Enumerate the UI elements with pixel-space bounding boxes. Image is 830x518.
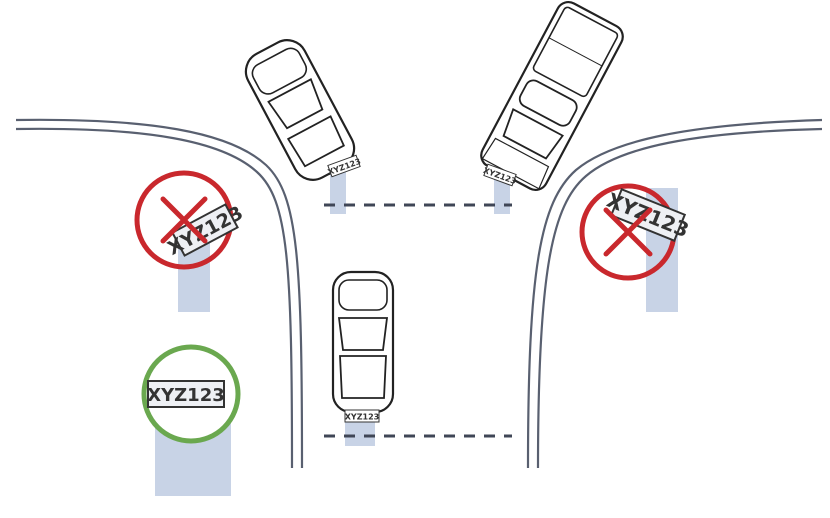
car-top-left xyxy=(244,39,356,181)
plate-text: XYZ123 xyxy=(345,413,379,422)
beam-bottom xyxy=(345,420,375,446)
plate-text: XYZ123 xyxy=(147,385,225,406)
plate-good xyxy=(147,380,225,408)
car-bottom xyxy=(331,270,395,414)
beam-top-left xyxy=(330,166,346,214)
road-left-curb xyxy=(15,118,304,469)
plate-car-bottom: XYZ123 xyxy=(344,409,380,423)
road-right-curb xyxy=(526,118,823,469)
x-icon xyxy=(603,207,653,257)
good-marker: XYZ123 xyxy=(141,344,241,444)
x-icon xyxy=(160,196,208,244)
car-top-right xyxy=(480,0,624,192)
